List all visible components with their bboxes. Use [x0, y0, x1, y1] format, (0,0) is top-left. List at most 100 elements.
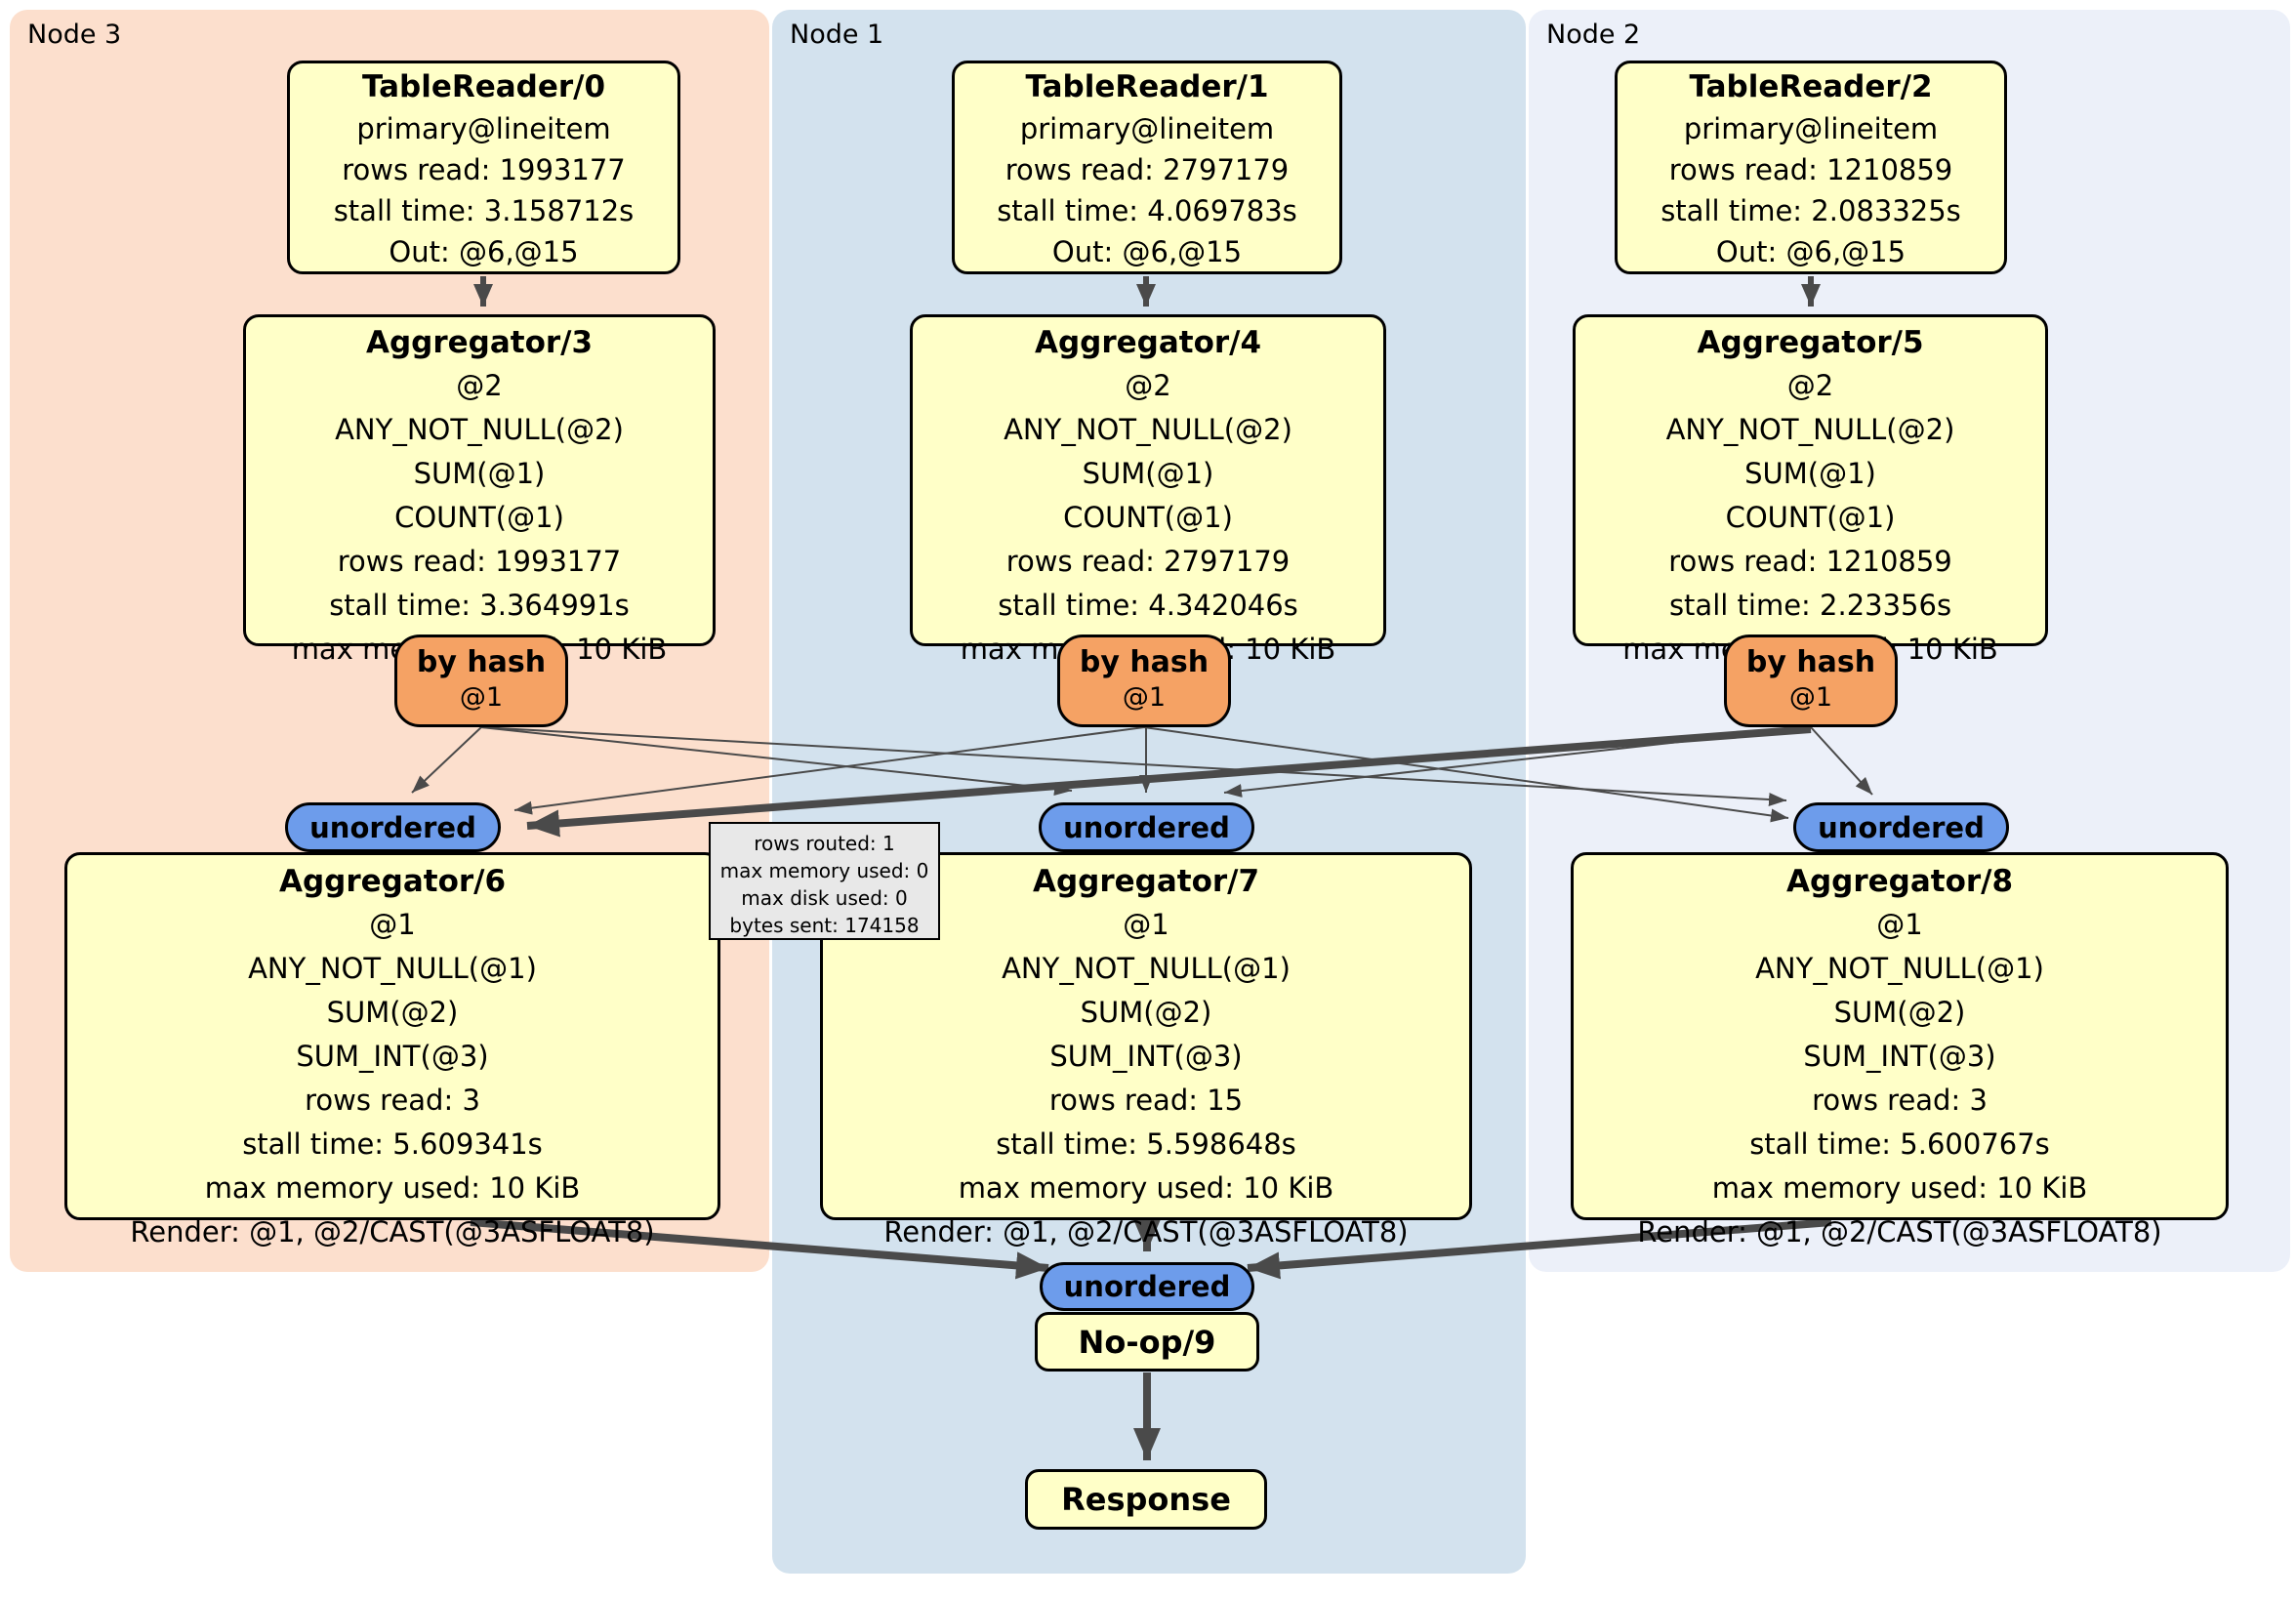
- aggregator-7-render: Render: @1, @2/CAST(@3ASFLOAT8): [883, 1215, 1409, 1249]
- tooltip-max-disk: max disk used: 0: [741, 886, 908, 910]
- aggregator-7-title: Aggregator/7: [1032, 864, 1260, 899]
- tablereader-1-title: TableReader/1: [1025, 69, 1269, 104]
- aggregator-5-fn2: SUM(@1): [1744, 457, 1876, 490]
- tablereader-2-title: TableReader/2: [1689, 69, 1933, 104]
- tablereader-2-rows-read: rows read: 1210859: [1668, 153, 1953, 186]
- hash-router-left-label: by hash: [416, 645, 547, 679]
- unordered-sync-mid-label: unordered: [1063, 810, 1230, 844]
- aggregator-6-fn2: SUM(@2): [326, 996, 459, 1029]
- aggregator-8-group: @1: [1876, 908, 1923, 941]
- edge-agg6-syncF[interactable]: [470, 1218, 1049, 1280]
- node2-label: Node 2: [1546, 20, 1641, 50]
- tablereader-1-index: primary@lineitem: [1019, 112, 1275, 145]
- aggregator-7-rows-read: rows read: 15: [1048, 1084, 1244, 1117]
- aggregator-7-group: @1: [1123, 908, 1169, 941]
- aggregator-4-fn2: SUM(@1): [1082, 457, 1214, 490]
- tooltip-rows-routed: rows routed: 1: [754, 832, 895, 855]
- aggregator-3-stall-time: stall time: 3.364991s: [329, 589, 630, 622]
- unordered-sync-right-label: unordered: [1818, 810, 1985, 844]
- tablereader-0-index: primary@lineitem: [356, 112, 611, 145]
- hash-router-right[interactable]: by hash @1: [1724, 635, 1898, 727]
- aggregator-8-box[interactable]: Aggregator/8 @1 ANY_NOT_NULL(@1) SUM(@2)…: [1571, 852, 2229, 1249]
- edge-agg8-syncF[interactable]: [1247, 1218, 1832, 1280]
- unordered-sync-final-label: unordered: [1063, 1270, 1231, 1303]
- noop-box[interactable]: No-op/9: [1035, 1312, 1259, 1372]
- edge-hashR-syncR[interactable]: [1810, 726, 1873, 796]
- aggregator-6-box[interactable]: Aggregator/6 @1 ANY_NOT_NULL(@1) SUM(@2)…: [64, 852, 720, 1249]
- aggregator-3-box[interactable]: Aggregator/3 @2 ANY_NOT_NULL(@2) SUM(@1)…: [243, 314, 716, 666]
- aggregator-5-fn3: COUNT(@1): [1725, 501, 1896, 534]
- unordered-sync-left[interactable]: unordered: [285, 802, 501, 852]
- aggregator-8-fn3: SUM_INT(@3): [1803, 1040, 1996, 1073]
- aggregator-6-fn3: SUM_INT(@3): [296, 1040, 489, 1073]
- tablereader-1-rows-read: rows read: 2797179: [1004, 153, 1290, 186]
- tablereader-1-stall-time: stall time: 4.069783s: [997, 194, 1297, 227]
- aggregator-8-render: Render: @1, @2/CAST(@3ASFLOAT8): [1637, 1215, 2162, 1249]
- aggregator-4-stall-time: stall time: 4.342046s: [998, 589, 1298, 622]
- aggregator-8-title: Aggregator/8: [1785, 864, 2014, 899]
- unordered-sync-left-label: unordered: [309, 810, 476, 844]
- edge-hashL-syncR[interactable]: [480, 726, 1787, 806]
- edge-hashM-syncL[interactable]: [513, 726, 1145, 815]
- aggregator-3-fn2: SUM(@1): [413, 457, 546, 490]
- aggregator-6-render: Render: @1, @2/CAST(@3ASFLOAT8): [130, 1215, 655, 1249]
- edge-hashL-syncL[interactable]: [411, 726, 482, 794]
- tablereader-0-out: Out: @6,@15: [389, 235, 579, 268]
- aggregator-8-stall-time: stall time: 5.600767s: [1749, 1127, 2050, 1161]
- aggregator-6-rows-read: rows read: 3: [305, 1084, 480, 1117]
- aggregator-5-stall-time: stall time: 2.23356s: [1668, 589, 1952, 622]
- aggregator-4-group: @2: [1125, 369, 1171, 402]
- aggregator-4-fn3: COUNT(@1): [1063, 501, 1233, 534]
- aggregator-5-rows-read: rows read: 1210859: [1668, 545, 1952, 578]
- tablereader-2-index: primary@lineitem: [1683, 112, 1939, 145]
- unordered-sync-mid[interactable]: unordered: [1039, 802, 1254, 852]
- tablereader-0-box[interactable]: TableReader/0 primary@lineitem rows read…: [287, 61, 680, 274]
- response-title: Response: [1061, 1481, 1231, 1518]
- node3-label: Node 3: [27, 20, 122, 50]
- edge-stats-tooltip: rows routed: 1 max memory used: 0 max di…: [709, 822, 940, 940]
- tablereader-0-stall-time: stall time: 3.158712s: [333, 194, 635, 227]
- aggregator-7-fn3: SUM_INT(@3): [1049, 1040, 1243, 1073]
- aggregator-5-fn1: ANY_NOT_NULL(@2): [1665, 413, 1955, 446]
- tooltip-bytes-sent: bytes sent: 174158: [729, 914, 920, 937]
- aggregator-4-fn1: ANY_NOT_NULL(@2): [1004, 413, 1292, 446]
- aggregator-8-max-memory: max memory used: 10 KiB: [1711, 1171, 2088, 1205]
- aggregator-3-fn1: ANY_NOT_NULL(@2): [335, 413, 624, 446]
- unordered-sync-right[interactable]: unordered: [1793, 802, 2009, 852]
- hash-router-left-detail: @1: [459, 682, 504, 713]
- hash-router-right-detail: @1: [1788, 682, 1833, 713]
- hash-router-mid-detail: @1: [1122, 682, 1167, 713]
- aggregator-7-fn1: ANY_NOT_NULL(@1): [1002, 952, 1291, 985]
- aggregator-7-stall-time: stall time: 5.598648s: [996, 1127, 1296, 1161]
- tablereader-0-rows-read: rows read: 1993177: [342, 153, 626, 186]
- response-box[interactable]: Response: [1025, 1469, 1267, 1530]
- edge-hashM-syncR[interactable]: [1143, 726, 1789, 823]
- aggregator-6-title: Aggregator/6: [278, 864, 507, 899]
- tooltip-max-memory: max memory used: 0: [719, 859, 929, 882]
- aggregator-5-box[interactable]: Aggregator/5 @2 ANY_NOT_NULL(@2) SUM(@1)…: [1573, 314, 2048, 666]
- tablereader-0-title: TableReader/0: [361, 69, 606, 104]
- tablereader-2-box[interactable]: TableReader/2 primary@lineitem rows read…: [1615, 61, 2007, 274]
- aggregator-6-max-memory: max memory used: 10 KiB: [204, 1171, 581, 1205]
- aggregator-3-group: @2: [456, 369, 503, 402]
- aggregator-8-fn2: SUM(@2): [1833, 996, 1966, 1029]
- node1-label: Node 1: [790, 20, 884, 50]
- noop-title: No-op/9: [1078, 1323, 1216, 1361]
- unordered-sync-final[interactable]: unordered: [1040, 1262, 1254, 1311]
- edge-hashR-syncL-highlighted[interactable]: [526, 725, 1812, 838]
- aggregator-6-fn1: ANY_NOT_NULL(@1): [248, 952, 537, 985]
- edge-hashL-syncM[interactable]: [480, 726, 1073, 797]
- hash-router-mid[interactable]: by hash @1: [1057, 635, 1231, 727]
- aggregator-4-box[interactable]: Aggregator/4 @2 ANY_NOT_NULL(@2) SUM(@1)…: [910, 314, 1386, 666]
- aggregator-5-group: @2: [1786, 369, 1834, 402]
- aggregator-6-group: @1: [369, 908, 416, 941]
- aggregator-3-fn3: COUNT(@1): [394, 501, 564, 534]
- aggregator-3-title: Aggregator/3: [365, 325, 594, 360]
- tablereader-2-out: Out: @6,@15: [1715, 235, 1906, 268]
- aggregator-7-fn2: SUM(@2): [1080, 996, 1212, 1029]
- tablereader-1-box[interactable]: TableReader/1 primary@lineitem rows read…: [952, 61, 1342, 274]
- hash-router-left[interactable]: by hash @1: [394, 635, 568, 727]
- aggregator-7-max-memory: max memory used: 10 KiB: [958, 1171, 1334, 1205]
